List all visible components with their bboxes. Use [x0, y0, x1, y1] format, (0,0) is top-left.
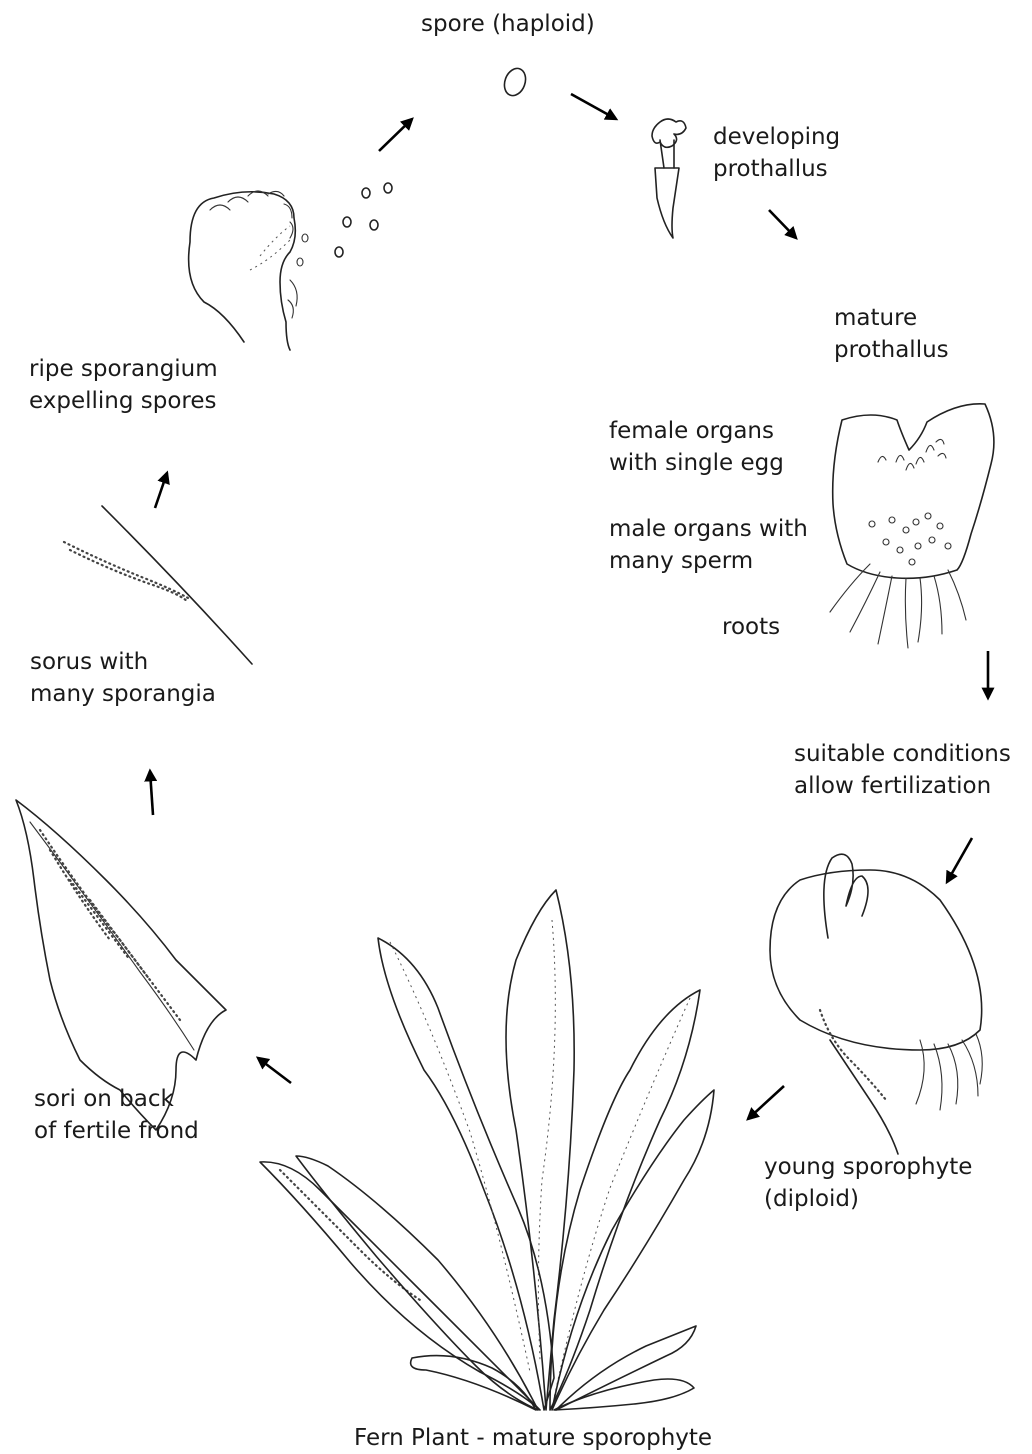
arrow-sorus-to-sporangium — [155, 473, 167, 508]
label-sori-on-frond: sori on back of fertile frond — [34, 1083, 199, 1147]
young-sporophyte-drawing — [770, 854, 982, 1154]
ripe-sporangium-drawing — [189, 183, 392, 350]
spore-drawing — [501, 65, 529, 98]
label-mature-sporophyte: Fern Plant - mature sporophyte — [354, 1422, 712, 1454]
label-male-organs: male organs with many sperm — [609, 513, 808, 577]
label-mature-prothallus: mature prothallus — [834, 302, 949, 366]
arrow-sporangium-to-spore — [379, 119, 412, 151]
fern-plant-drawing — [260, 890, 714, 1410]
arrow-fern-to-frond — [258, 1058, 291, 1083]
arrow-fertilization-to-young — [947, 838, 972, 882]
label-developing-prothallus: developing prothallus — [713, 121, 840, 185]
fertile-frond-drawing — [16, 800, 226, 1130]
arrow-spore-to-developing — [571, 94, 616, 119]
developing-prothallus-drawing — [652, 119, 686, 238]
label-sorus: sorus with many sporangia — [30, 646, 216, 710]
label-roots: roots — [722, 611, 780, 643]
label-ripe-sporangium: ripe sporangium expelling spores — [29, 353, 218, 417]
label-female-organs: female organs with single egg — [609, 415, 784, 479]
sorus-drawing — [64, 506, 252, 664]
arrow-developing-to-mature — [769, 210, 796, 238]
arrow-young-to-fern — [748, 1086, 784, 1119]
label-fertilization: suitable conditions allow fertilization — [794, 738, 1011, 802]
label-spore: spore (haploid) — [421, 8, 595, 40]
mature-prothallus-drawing — [830, 404, 994, 648]
label-young-sporophyte: young sporophyte (diploid) — [764, 1151, 972, 1215]
arrow-frond-to-sorus — [150, 771, 153, 815]
